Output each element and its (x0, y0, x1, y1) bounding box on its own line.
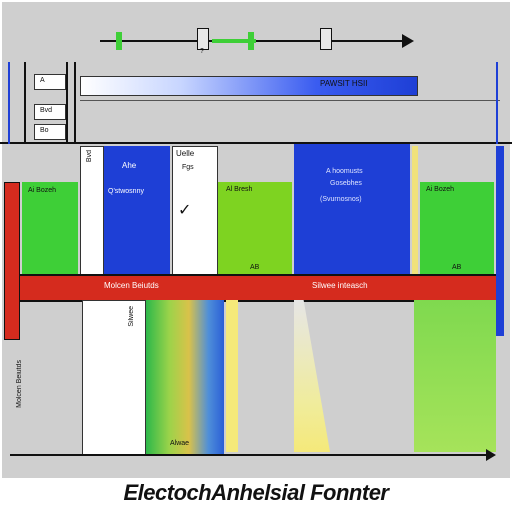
column-5-green (420, 182, 494, 274)
lower-green-col (414, 300, 496, 452)
column-4-yellow-strip (412, 146, 418, 274)
top-scale-green-bar (212, 39, 256, 43)
block-white-col-label: Bvd (86, 150, 93, 163)
bottom-axis (10, 454, 490, 456)
footer-title: ElectochAnhelsial Fonnter (123, 480, 390, 505)
column-3-tag: AB (250, 264, 260, 271)
lower-gradient-caption: Alwae (170, 440, 190, 447)
left-label-box-2 (34, 104, 66, 120)
left-label-box-3 (34, 124, 66, 140)
column-4-note: (Svurnosnos) (320, 196, 362, 203)
column-3-green (218, 182, 292, 274)
left-frame-line-3 (74, 62, 76, 144)
block-white-col (80, 146, 104, 276)
left-label-3: Bo (40, 127, 49, 134)
column-4-blue (294, 144, 410, 274)
column-5-tag: AB (452, 264, 462, 271)
right-blue-bar (496, 146, 504, 336)
column-1-subtitle: Q'stwosnny (108, 188, 144, 195)
top-scale-marker-3 (248, 32, 254, 50)
left-frame-line-1 (24, 62, 26, 144)
column-2-subtitle: Fgs (182, 164, 194, 171)
column-3-title: Al Bresh (226, 186, 253, 193)
header-underline (0, 142, 512, 144)
column-4-subtitle: Gosebhes (330, 180, 362, 187)
right-frame-line (496, 62, 498, 144)
column-2-title: Uelle (176, 149, 195, 158)
block-green-left (22, 182, 78, 274)
top-scale-marker-2 (197, 28, 209, 50)
top-scale-arrowhead (402, 34, 414, 48)
column-5-title: Ai Bozeh (426, 186, 455, 193)
lower-white-col-label: Silwee (128, 306, 135, 327)
left-label-2: Bvd (40, 107, 53, 114)
top-scale-label: ? (200, 48, 204, 55)
header-midline (80, 100, 500, 101)
left-frame-blue (8, 62, 10, 144)
lower-white-col (82, 300, 146, 456)
left-margin-text: Molcen Beiutds (16, 360, 23, 408)
column-1-blue (104, 146, 170, 274)
lower-gradient-col (146, 300, 224, 454)
lower-yellow-strip-1 (226, 300, 238, 452)
red-band-right-label: Silwee inteasch (312, 281, 368, 290)
left-label-box-1 (34, 74, 66, 90)
left-frame-line-2 (66, 62, 68, 144)
block-green-left-title: Ai Bozeh (28, 187, 57, 194)
bottom-axis-arrowhead (486, 449, 496, 461)
red-band-left-label: Molcen Beiutds (104, 281, 159, 290)
header-bar-label: PAWSIT HSII (320, 79, 368, 88)
top-scale-marker-1 (116, 32, 122, 50)
top-scale-marker-4 (320, 28, 332, 50)
left-label-1: A (40, 77, 45, 84)
column-1-title: Ahe (122, 161, 137, 170)
left-red-bar (4, 182, 20, 340)
red-band (4, 274, 498, 302)
column-4-title: A hoomusts (326, 168, 363, 175)
column-2-check: ✓ (178, 202, 192, 219)
header-gradient-bar (80, 76, 418, 96)
